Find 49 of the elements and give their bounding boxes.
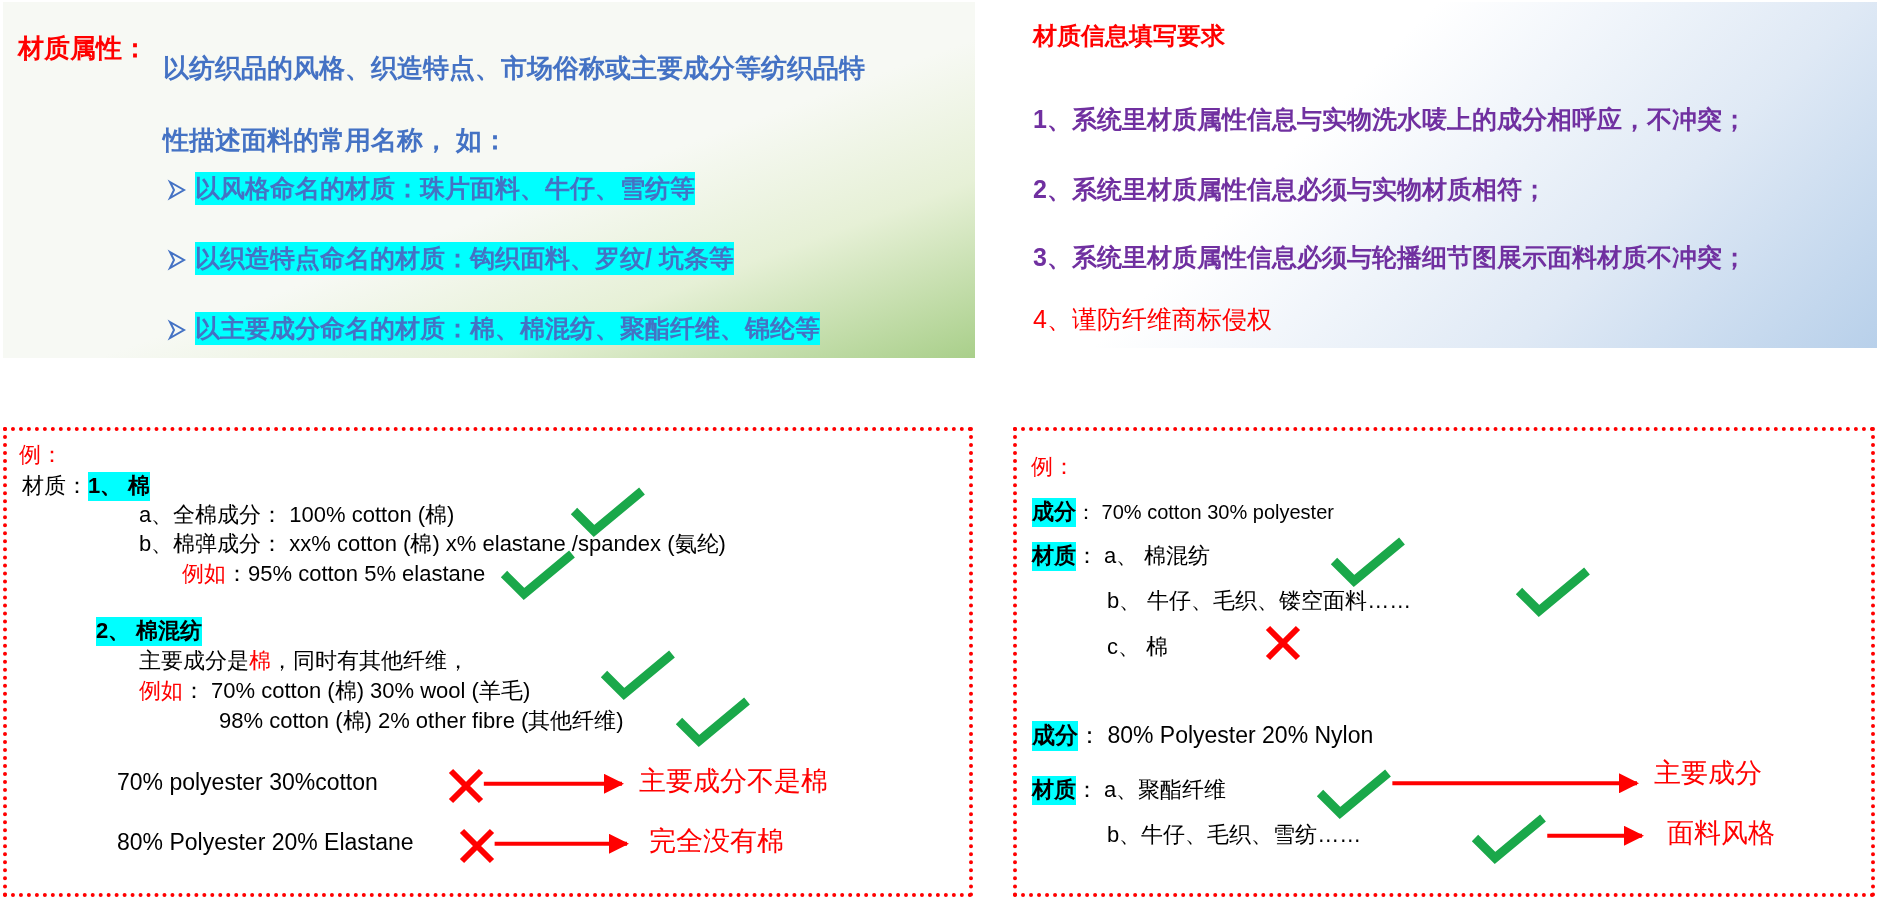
section-heading: 1、 棉 — [88, 472, 151, 501]
example-panel — [3, 427, 973, 897]
example-panel — [1013, 427, 1875, 897]
example-label: 例如 — [182, 560, 226, 588]
info-panel — [3, 2, 975, 358]
body-text: b、棉弹成分： xx% cotton (棉) x% elastane /spandex (氨纶) — [139, 530, 726, 558]
arrow — [494, 833, 629, 854]
composition-text: ： 80% Polyester 20% Nylon — [1078, 721, 1374, 750]
field-label: 材质： — [22, 472, 88, 500]
body-text: a、全棉成分： 100% cotton (棉) — [139, 501, 455, 529]
note-text: 主要成分 — [1654, 757, 1762, 790]
section-heading: 2、 棉混纺 — [96, 617, 203, 646]
bullet-item: 以主要成分命名的材质：棉、棉混纺、聚酯纤维、锦纶等 — [195, 312, 820, 345]
field-label: 成分 — [1032, 721, 1078, 751]
body-text: ，同时有其他纤维， — [271, 647, 469, 675]
material-option: ： a、聚酯纤维 — [1076, 776, 1227, 805]
heading: 材质属性： — [18, 32, 148, 65]
field-label: 材质 — [1032, 776, 1076, 805]
arrow — [1547, 825, 1644, 846]
description-text: 以纺织品的风格、织造特点、市场俗称或主要成分等纺织品特性描述面料的常用名称， 如： — [163, 52, 866, 157]
bullet-item: 以织造特点命名的材质：钩织面料、罗纹/ 坑条等 — [195, 242, 734, 275]
body-text: 主要成分是 — [139, 647, 249, 675]
body-text: 80% Polyester 20% Elastane — [117, 828, 414, 858]
note-text: 面料风格 — [1667, 817, 1775, 850]
composition-text: ： 70% cotton (棉) 30% wool (羊毛) — [183, 677, 531, 705]
material-option: b、牛仔、毛织、雪纺…… — [1107, 821, 1362, 850]
material-option: c、 棉 — [1107, 633, 1169, 662]
note-text: 完全没有棉 — [649, 825, 784, 858]
heading: 例： — [1031, 453, 1075, 481]
material-option: b、 牛仔、毛织、镂空面料…… — [1107, 587, 1412, 616]
field-label: 成分 — [1032, 498, 1076, 527]
field-label: 材质 — [1032, 542, 1076, 571]
example-label: 例如 — [139, 677, 183, 705]
requirement-item: 3、系统里材质属性信息必须与轮播细节图展示面料材质不冲突； — [1033, 242, 1747, 273]
requirement-item: 4、谨防纤维商标侵权 — [1033, 304, 1272, 335]
arrow — [1392, 773, 1639, 794]
heading: 例： — [19, 441, 63, 469]
body-text: 70% polyester 30%cotton — [117, 768, 378, 798]
requirement-item: 2、系统里材质属性信息必须与实物材质相符； — [1033, 174, 1547, 205]
material-option: ： a、 棉混纺 — [1076, 542, 1211, 571]
arrow — [483, 773, 624, 794]
composition-text: ： 70% cotton 30% polyester — [1076, 500, 1334, 525]
note-text: 主要成分不是棉 — [639, 765, 828, 798]
body-text: 98% cotton (棉) 2% other fibre (其他纤维) — [219, 707, 624, 735]
composition-text: ：95% cotton 5% elastane — [226, 560, 486, 588]
requirement-item: 1、系统里材质属性信息与实物洗水唛上的成分相呼应，不冲突； — [1033, 104, 1747, 135]
highlight-word: 棉 — [249, 647, 271, 675]
bullet-item: 以风格命名的材质：珠片面料、牛仔、雪纺等 — [195, 172, 695, 205]
heading: 材质信息填写要求 — [1033, 21, 1225, 51]
